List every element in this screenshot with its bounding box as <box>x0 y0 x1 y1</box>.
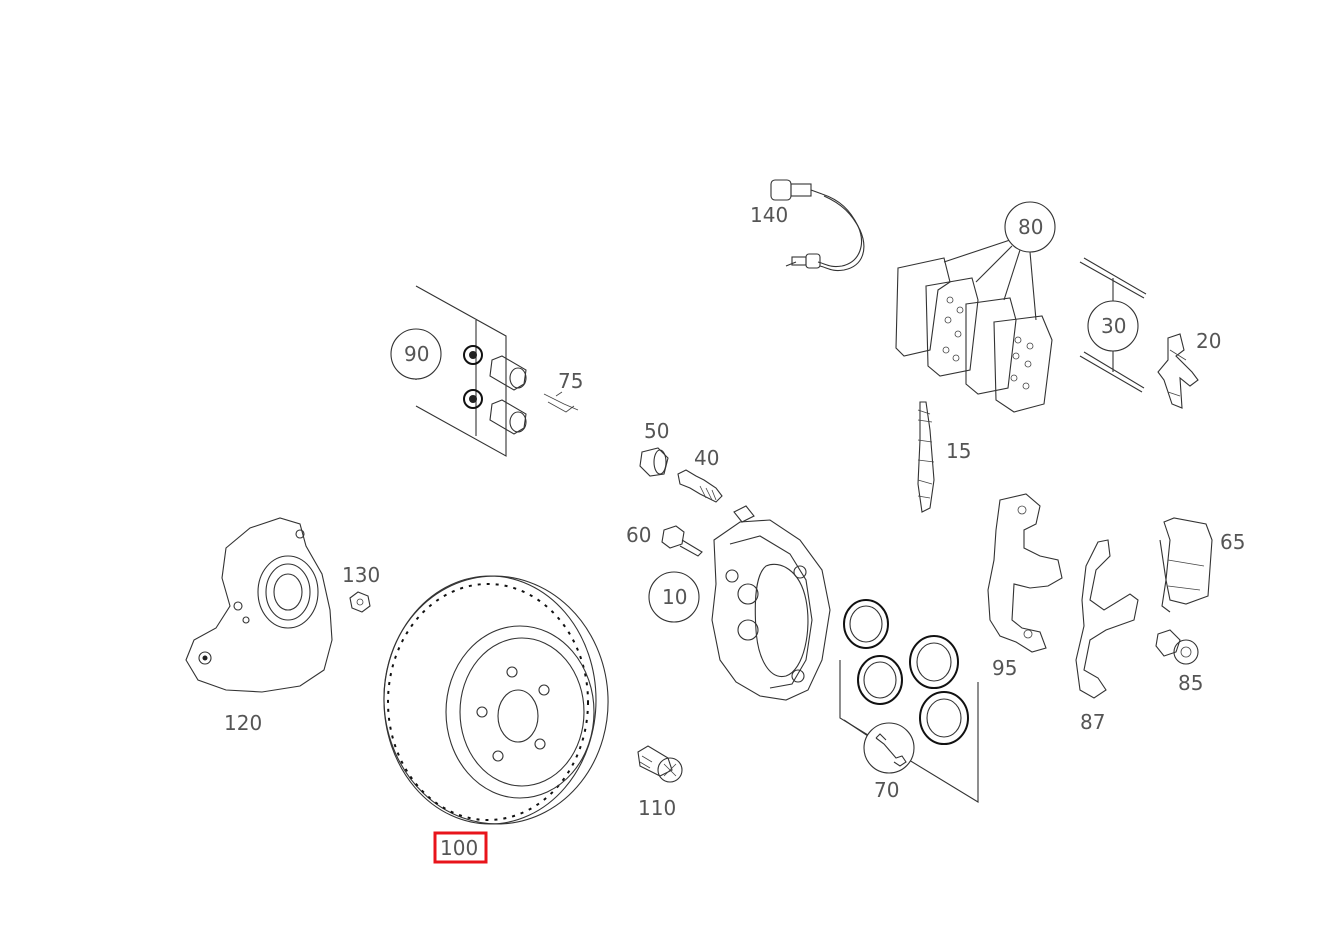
seal-kit-part-70[interactable] <box>839 599 979 803</box>
label-110[interactable]: 110 <box>638 796 676 820</box>
label-15[interactable]: 15 <box>946 439 971 463</box>
label-75[interactable]: 75 <box>558 369 583 393</box>
label-120[interactable]: 120 <box>224 711 262 735</box>
brake-caliper-part-10[interactable] <box>711 505 831 701</box>
spring-part-20[interactable] <box>1157 333 1199 409</box>
pad-part-65[interactable] <box>1159 517 1213 613</box>
label-90[interactable]: 90 <box>404 342 429 366</box>
wrench-symbol <box>875 733 907 767</box>
label-100[interactable]: 100 <box>440 836 478 860</box>
bubble-80 <box>1004 201 1056 253</box>
label-95[interactable]: 95 <box>992 656 1017 680</box>
wrench-icon <box>863 722 915 774</box>
guide-pins-part-30[interactable] <box>1079 257 1147 393</box>
dust-cap-part-50[interactable] <box>639 447 669 477</box>
label-80[interactable]: 80 <box>1018 215 1043 239</box>
label-30[interactable]: 30 <box>1101 314 1126 338</box>
bubble-90 <box>390 328 442 380</box>
clip-part-75[interactable] <box>543 391 579 413</box>
label-20[interactable]: 20 <box>1196 329 1221 353</box>
label-10[interactable]: 10 <box>662 585 687 609</box>
bolt-part-110[interactable] <box>637 745 683 783</box>
wear-sensor-cable-part-140[interactable] <box>770 179 865 272</box>
label-60[interactable]: 60 <box>626 523 651 547</box>
splash-shield-part-120[interactable] <box>185 517 333 693</box>
caliper-bracket-part-95[interactable] <box>987 493 1063 653</box>
label-140[interactable]: 140 <box>750 203 788 227</box>
bubble-30 <box>1087 300 1139 352</box>
brake-pads-part-80[interactable] <box>895 239 1053 413</box>
highlight-box-100 <box>433 831 488 864</box>
caliper-bolt-part-60[interactable] <box>661 525 703 557</box>
label-87[interactable]: 87 <box>1080 710 1105 734</box>
screw-part-85[interactable] <box>1155 629 1199 665</box>
bleed-screw-part-40[interactable] <box>677 469 723 503</box>
label-50[interactable]: 50 <box>644 419 669 443</box>
brake-disc-part-100[interactable] <box>376 568 617 831</box>
bubble-10 <box>648 571 700 623</box>
label-40[interactable]: 40 <box>694 446 719 470</box>
brake-hose-part-15[interactable] <box>917 401 935 513</box>
bolt-part-130[interactable] <box>349 591 371 613</box>
label-70[interactable]: 70 <box>874 778 899 802</box>
label-85[interactable]: 85 <box>1178 671 1203 695</box>
spring-part-87[interactable] <box>1075 539 1139 699</box>
label-65[interactable]: 65 <box>1220 530 1245 554</box>
label-130[interactable]: 130 <box>342 563 380 587</box>
